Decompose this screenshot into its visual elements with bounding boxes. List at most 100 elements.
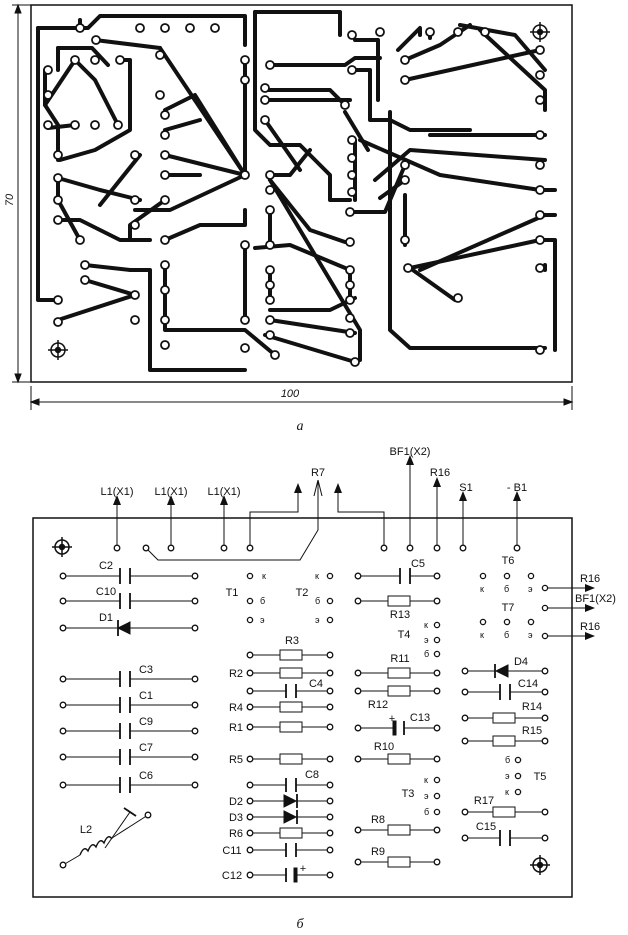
pin-k: к <box>262 571 266 581</box>
label-t1: T1 <box>226 587 239 599</box>
label-c1: C1 <box>139 690 153 702</box>
pin-b: б <box>505 755 510 765</box>
pin-k: к <box>315 571 319 581</box>
label-d4: D4 <box>514 656 528 668</box>
pin-e: э <box>424 635 429 645</box>
pin-b: б <box>260 596 265 606</box>
label-c2: C2 <box>99 560 113 572</box>
pin-k: к <box>480 630 484 640</box>
label-r2: R2 <box>229 668 243 680</box>
board-a <box>12 3 574 410</box>
transistor-pin-labels: к б э к б э к э б к б э к б э к э б б э … <box>260 571 533 817</box>
label-r15: R15 <box>522 725 542 737</box>
copper-tracks <box>36 10 557 372</box>
pin-e: э <box>505 771 510 781</box>
dimension-width-label: 100 <box>281 388 300 400</box>
label-d2: D2 <box>229 796 243 808</box>
label-c10: C10 <box>96 586 116 598</box>
label-t5: T5 <box>534 771 547 783</box>
label-c13: C13 <box>410 712 430 724</box>
plus-c12: + <box>300 863 306 875</box>
label-c7: C7 <box>139 742 153 754</box>
right-labels: R16 BF1(X2) R16 <box>575 573 616 633</box>
board-b <box>32 455 595 898</box>
pin-b: б <box>504 584 509 594</box>
component-pads <box>59 544 549 879</box>
label-r16-top: R16 <box>430 467 450 479</box>
label-r16-right-1: R16 <box>580 573 600 585</box>
label-t4: T4 <box>398 629 411 641</box>
board-b-outline <box>32 517 573 898</box>
label-d1: D1 <box>99 612 113 624</box>
label-r14: R14 <box>522 701 542 713</box>
solder-pads <box>43 23 545 367</box>
pin-e: э <box>315 615 320 625</box>
label-r12: R12 <box>368 699 388 711</box>
label-c3: C3 <box>139 664 153 676</box>
plus-c13: + <box>389 713 395 725</box>
pin-e: э <box>260 615 265 625</box>
pin-b: б <box>315 596 320 606</box>
dimension-width <box>29 386 574 410</box>
label-c12: C12 <box>222 870 242 882</box>
label-r3: R3 <box>285 635 299 647</box>
pin-e: э <box>528 630 533 640</box>
pin-k: к <box>480 584 484 594</box>
transistor-labels: T1 T2 T4 T6 T7 T3 T5 <box>226 555 547 800</box>
label-t7: T7 <box>502 602 515 614</box>
label-c11: C11 <box>222 845 241 857</box>
pin-b: б <box>504 630 509 640</box>
label-t6: T6 <box>502 555 515 567</box>
label-l2: L2 <box>80 824 92 836</box>
label-r8: R8 <box>371 814 385 826</box>
left-component-labels: C2 C10 D1 C3 C1 C9 C7 C6 L2 <box>80 560 153 836</box>
label-c14: C14 <box>518 678 538 690</box>
label-c5: C5 <box>411 558 425 570</box>
label-r1: R1 <box>229 722 243 734</box>
mounting-hole-icon <box>530 22 550 42</box>
dimension-height-label: 70 <box>4 193 16 206</box>
caption-a: а <box>297 419 304 434</box>
label-c4: C4 <box>309 678 323 690</box>
mounting-hole-icon <box>530 855 550 875</box>
label-c6: C6 <box>139 770 153 782</box>
label-t3: T3 <box>402 788 415 800</box>
label-c8: C8 <box>305 769 319 781</box>
pin-k: к <box>424 775 428 785</box>
label-l1-2: L1(X1) <box>154 486 187 498</box>
pin-b: б <box>424 807 429 817</box>
label-r5: R5 <box>229 754 243 766</box>
mounting-hole-icon <box>52 537 72 557</box>
pin-e: э <box>424 791 429 801</box>
pin-k: к <box>424 620 428 630</box>
label-r10: R10 <box>374 741 394 753</box>
label-r9: R9 <box>371 846 385 858</box>
label-t2: T2 <box>296 587 309 599</box>
label-c9: C9 <box>139 716 153 728</box>
label-r17: R17 <box>474 795 494 807</box>
label-r13: R13 <box>390 609 410 621</box>
dimension-height <box>12 3 31 384</box>
top-labels: L1(X1) L1(X1) L1(X1) R7 BF1(X2) R16 S1 -… <box>100 446 527 498</box>
label-d3: D3 <box>229 812 243 824</box>
pin-b: б <box>424 649 429 659</box>
pin-k: к <box>505 787 509 797</box>
label-c15: C15 <box>476 821 496 833</box>
label-b1: - B1 <box>507 482 527 494</box>
label-r7: R7 <box>311 467 325 479</box>
label-bf1: BF1(X2) <box>390 446 431 458</box>
label-s1: S1 <box>459 482 472 494</box>
label-r11: R11 <box>390 653 409 665</box>
label-r6: R6 <box>229 828 243 840</box>
label-r4: R4 <box>229 702 243 714</box>
right-component-labels: C5 R13 R11 R12 C13 + R10 R8 R9 D4 C14 R1… <box>368 558 542 858</box>
inductor-l2-icon <box>62 807 149 866</box>
mounting-hole-icon <box>48 340 68 360</box>
label-r16-right-2: R16 <box>580 621 600 633</box>
label-l1-3: L1(X1) <box>207 486 240 498</box>
caption-b: б <box>296 917 304 932</box>
pin-e: э <box>528 584 533 594</box>
board-a-outline <box>30 4 573 383</box>
label-bf1-right: BF1(X2) <box>575 593 616 605</box>
